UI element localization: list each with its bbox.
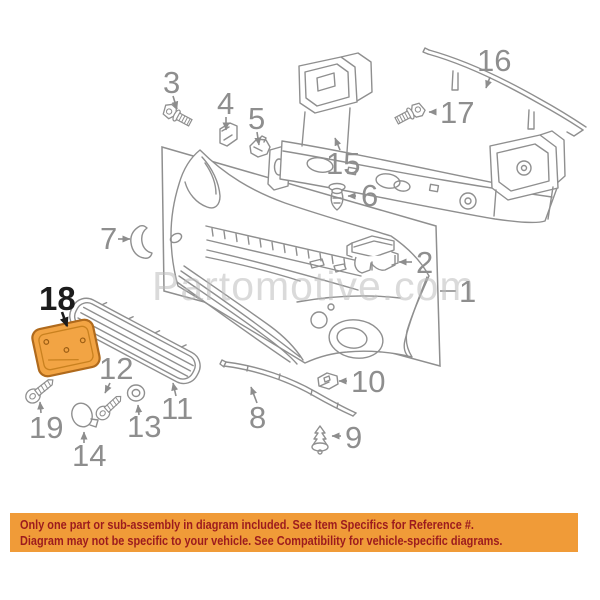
part-label-7: 7: [100, 221, 117, 256]
disclaimer-line-1: Only one part or sub-assembly in diagram…: [20, 517, 474, 532]
part-label-18-highlighted: 18: [39, 280, 76, 317]
part-1-bumper-cover-drawing: [161, 145, 441, 367]
part-label-17: 17: [440, 95, 474, 130]
part-label-12: 12: [99, 351, 133, 386]
watermark: Partomotive.com: [152, 263, 475, 309]
part-label-8: 8: [249, 400, 266, 435]
part-5-clip-drawing: [249, 135, 271, 158]
part-label-6: 6: [361, 178, 378, 213]
part-14-cap-drawing: [71, 402, 99, 428]
part-label-4: 4: [217, 86, 234, 121]
part-label-15: 15: [326, 146, 360, 181]
part-label-10: 10: [351, 364, 385, 399]
part-4-clip-drawing: [219, 122, 238, 147]
disclaimer-line-2: Diagram may not be specific to your vehi…: [20, 533, 503, 548]
part-10-clip-drawing: [317, 372, 339, 390]
part-16-strip-drawing: [422, 47, 587, 137]
part-13-grommet-drawing: [126, 384, 146, 402]
part-label-11: 11: [161, 391, 193, 426]
disclaimer-banner: Only one part or sub-assembly in diagram…: [10, 513, 578, 552]
part-label-9: 9: [345, 420, 362, 455]
part-labels: 1 2 3 4 5 6 7 8 9 10 11 12 13 14 15 16 1…: [29, 43, 511, 473]
part-11-grille-drawing: [69, 297, 201, 385]
part-label-1: 1: [459, 274, 476, 309]
part-label-16: 16: [477, 43, 511, 78]
part-label-5: 5: [248, 101, 265, 136]
part-label-2: 2: [416, 245, 433, 280]
part-label-19: 19: [29, 410, 63, 445]
part-7-bracket-drawing: [130, 224, 153, 259]
part-8-trim-strip-drawing: [219, 359, 357, 417]
callout-lines: [37, 76, 492, 443]
part-label-14: 14: [72, 438, 106, 473]
part-label-13: 13: [127, 409, 161, 444]
part-12-screw-drawing: [92, 391, 126, 424]
part-9-fastener-drawing: [311, 425, 329, 455]
part-label-3: 3: [163, 65, 180, 100]
part-19-screw-drawing: [22, 374, 58, 407]
part-15-reinforcement-drawing: [267, 52, 566, 224]
part-18-license-bracket-drawing: [31, 318, 101, 378]
part-6-rivet-drawing: [328, 182, 346, 211]
part-17-bolt-drawing: [392, 100, 428, 129]
part-2-bracket-drawing: [346, 235, 399, 274]
part-3-bolt-drawing: [160, 101, 195, 130]
